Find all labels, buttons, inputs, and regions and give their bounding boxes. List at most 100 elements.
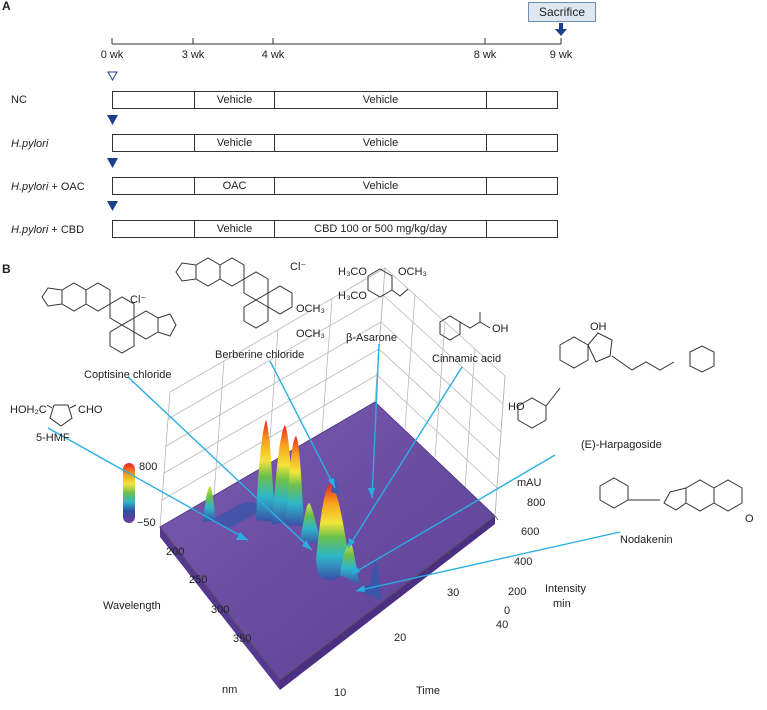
segment: Vehicle xyxy=(194,135,274,151)
wavelength-tick-350: 350 xyxy=(233,633,251,645)
formula-harpagoside-oh1: HO xyxy=(508,401,525,413)
segment xyxy=(486,221,559,237)
compound-coptisine: Coptisine chloride xyxy=(84,369,171,381)
formula-coptisine-cl: Cl⁻ xyxy=(130,294,146,306)
tick-9wk: 9 wk xyxy=(549,49,573,61)
time-ticks xyxy=(341,515,499,638)
tick-8wk: 8 wk xyxy=(473,49,497,61)
intensity-tick-200: 200 xyxy=(508,586,526,598)
tick-0wk: 0 wk xyxy=(100,49,124,61)
wavelength-label: Wavelength xyxy=(103,600,161,612)
time-unit: min xyxy=(553,598,571,610)
peak-large xyxy=(316,484,350,581)
peak-5hmf xyxy=(203,486,216,522)
peak-berberine-2 xyxy=(286,436,304,526)
panel-b-label: B xyxy=(2,262,11,276)
wavelength-ticks xyxy=(180,546,254,637)
group-bar-hpylori-oac: OAC Vehicle xyxy=(112,177,558,195)
surface-right-edge xyxy=(280,516,495,690)
formula-berberine-ome2: OCH₃ xyxy=(296,328,325,340)
formula-berberine-cl: Cl⁻ xyxy=(290,261,306,273)
intensity-unit: mAU xyxy=(517,477,542,489)
sacrifice-box: Sacrifice xyxy=(528,2,596,22)
segment: Vehicle xyxy=(194,92,274,108)
compound-nodakenin: Nodakenin xyxy=(620,534,673,546)
filled-triangle-icon xyxy=(107,201,118,211)
time-label: Time xyxy=(416,685,440,697)
group-bar-hpylori: Vehicle Vehicle xyxy=(112,134,558,152)
segment: Vehicle xyxy=(274,135,486,151)
structure-5hmf xyxy=(46,404,77,427)
structure-cinnamic xyxy=(439,312,491,341)
peak-mid xyxy=(300,503,322,545)
wavelength-axis xyxy=(159,526,281,681)
compound-cinnamic: Cinnamic acid xyxy=(432,353,501,365)
timeline-axis xyxy=(111,38,562,45)
segment: Vehicle xyxy=(274,178,486,194)
compound-harpagoside: (E)-Harpagoside xyxy=(581,439,662,451)
segment: OAC xyxy=(194,178,274,194)
segment xyxy=(486,135,559,151)
group-bar-hpylori-cbd: Vehicle CBD 100 or 500 mg/kg/day xyxy=(112,220,558,238)
time-tick-40: 40 xyxy=(496,619,508,631)
formula-nodakenin-o: O xyxy=(745,513,754,525)
intensity-tick-400: 400 xyxy=(514,556,532,568)
structure-nodakenin xyxy=(599,477,743,512)
surface-front-edge xyxy=(160,527,280,690)
segment: CBD 100 or 500 mg/kg/day xyxy=(274,221,486,237)
colorbar xyxy=(123,463,135,523)
wavelength-tick-250: 250 xyxy=(189,574,207,586)
panel-a-label: A xyxy=(2,0,11,13)
leader-arrowheads xyxy=(236,478,375,592)
segment: Vehicle xyxy=(194,221,274,237)
wavelength-tick-200: 200 xyxy=(166,546,184,558)
structure-berberine xyxy=(175,257,293,329)
wavelength-unit: nm xyxy=(222,684,237,696)
group-label-hpylori: H.pylori xyxy=(11,138,49,150)
open-triangle-icon xyxy=(107,71,118,81)
time-tick-20: 20 xyxy=(394,632,406,644)
peak-shoulder xyxy=(340,542,360,585)
time-axis xyxy=(279,515,496,681)
ridge xyxy=(212,502,262,528)
compound-berberine: Berberine chloride xyxy=(215,349,304,361)
group-label-hpylori-oac: H.pylori + OAC xyxy=(11,181,85,193)
formula-hmf-left: HOH₂C xyxy=(10,404,47,416)
group-bar-nc: Vehicle Vehicle xyxy=(112,91,558,109)
compound-5hmf: 5-HMF xyxy=(36,432,70,444)
tick-3wk: 3 wk xyxy=(181,49,205,61)
formula-asarone-2: OCH₃ xyxy=(398,266,427,278)
compound-asarone: β-Asarone xyxy=(346,332,397,344)
group-label-hpylori-cbd: H.pylori + CBD xyxy=(11,224,85,236)
filled-triangle-icon xyxy=(107,115,118,125)
time-tick-30: 30 xyxy=(447,587,459,599)
intensity-label: Intensity xyxy=(545,583,586,595)
intensity-tick-0: 0 xyxy=(504,605,510,617)
formula-cinnamic-oh: OH xyxy=(492,323,509,335)
small-back-peak xyxy=(325,476,340,495)
segment: Vehicle xyxy=(274,92,486,108)
leader-lines xyxy=(47,343,621,592)
formula-asarone-3: H₃CO xyxy=(338,290,367,302)
formula-berberine-ome1: OCH₃ xyxy=(296,303,325,315)
time-tick-10: 10 xyxy=(334,687,346,699)
segment xyxy=(486,92,559,108)
structure-coptisine xyxy=(41,282,177,354)
structure-harpagoside xyxy=(517,332,715,429)
intensity-tick-600: 600 xyxy=(521,526,539,538)
tick-4wk: 4 wk xyxy=(261,49,285,61)
formula-hmf-right: CHO xyxy=(78,404,103,416)
group-label-nc: NC xyxy=(11,94,27,106)
segment xyxy=(486,178,559,194)
formula-harpagoside-oh2: OH xyxy=(590,321,607,333)
intensity-tick-800: 800 xyxy=(527,497,545,509)
colorbar-max: 800 xyxy=(139,461,157,473)
sacrifice-arrow-icon xyxy=(555,23,567,36)
wavelength-tick-300: 300 xyxy=(211,604,229,616)
formula-asarone-1: H₃CO xyxy=(338,266,367,278)
filled-triangle-icon xyxy=(107,158,118,168)
colorbar-min: −50 xyxy=(137,517,156,529)
structure-asarone xyxy=(367,268,409,298)
peak-coptisine xyxy=(256,420,276,522)
